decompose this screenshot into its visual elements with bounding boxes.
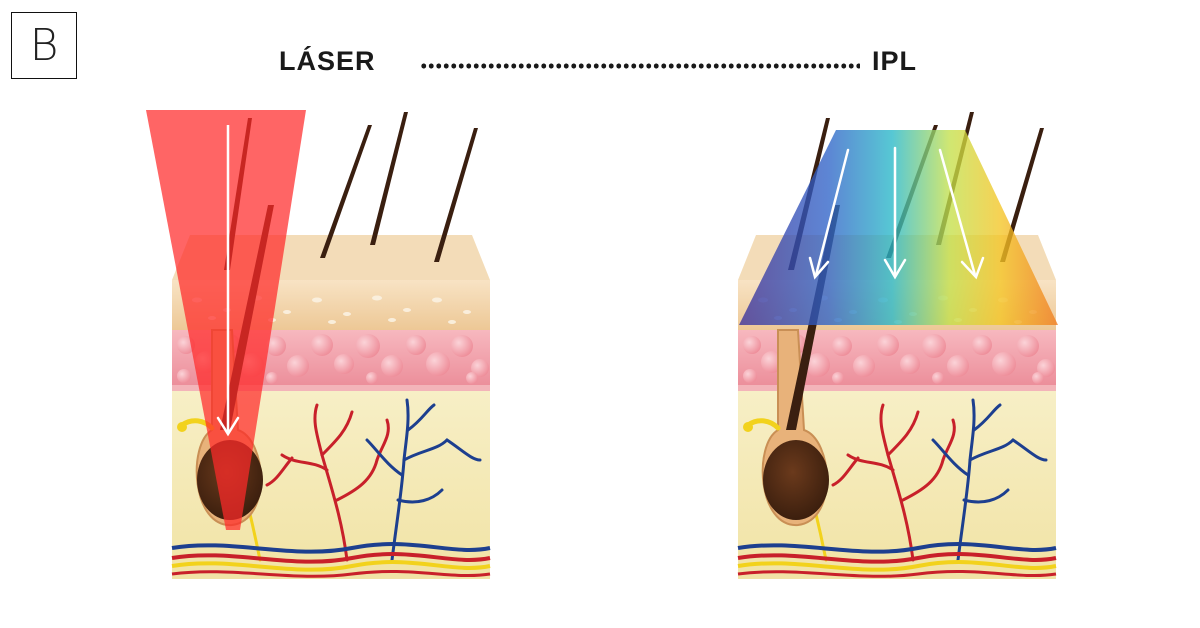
ipl-arrows — [808, 146, 985, 280]
laser-label: LÁSER — [279, 46, 376, 76]
ipl-label: IPL — [872, 46, 918, 76]
section-badge: B — [11, 12, 77, 79]
badge-letter: B — [29, 19, 59, 71]
laser-beam — [146, 110, 306, 530]
dotted-connector — [420, 63, 860, 69]
ipl-light — [739, 130, 1058, 325]
